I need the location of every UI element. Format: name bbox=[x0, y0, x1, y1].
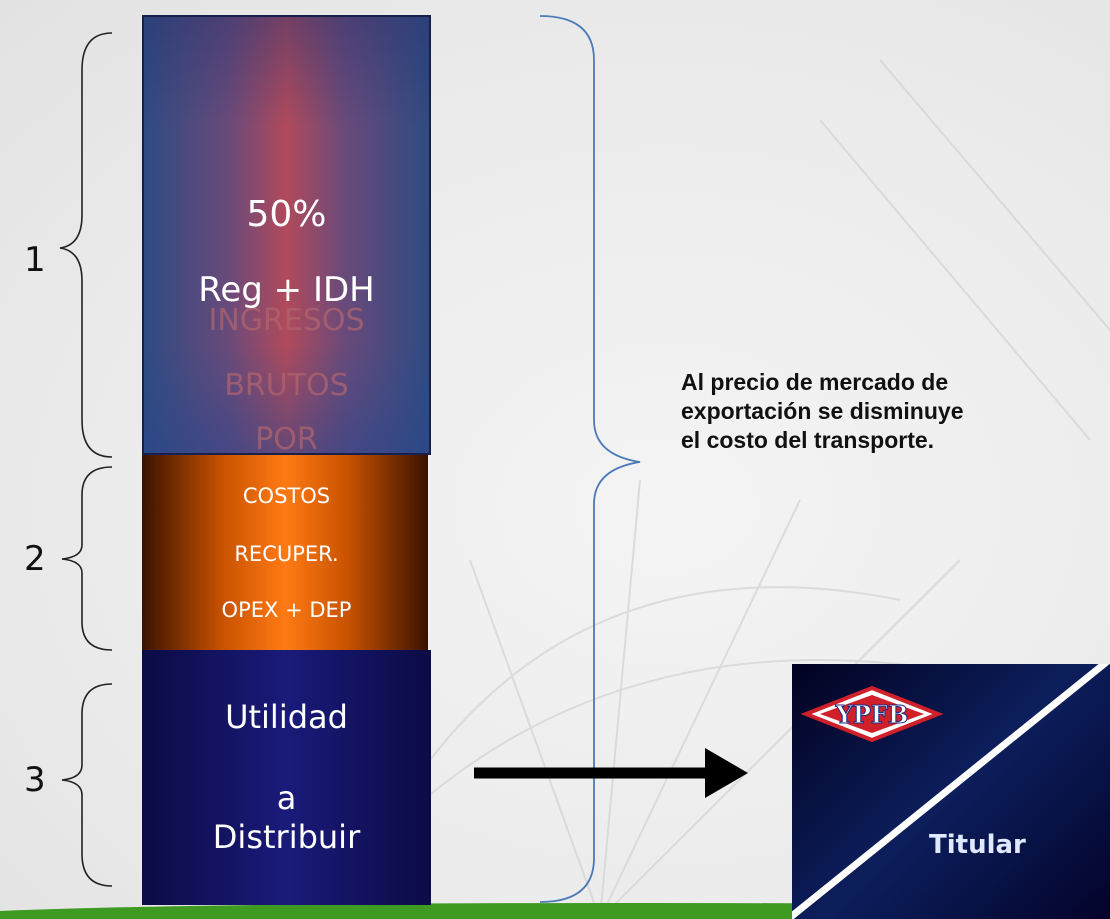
profit-label-a: a bbox=[276, 779, 297, 817]
profit-label: Utilidad bbox=[225, 698, 348, 736]
royalties-label: Reg + IDH bbox=[198, 270, 375, 310]
bracket-number-2: 2 bbox=[24, 539, 46, 579]
badge-diagonal-line bbox=[792, 664, 1110, 919]
ghost-text-ingresos: INGRESOS bbox=[208, 303, 365, 338]
bracket-number-3: 3 bbox=[24, 760, 46, 800]
left-bracket-1 bbox=[59, 32, 113, 458]
distributable-profit-block bbox=[142, 650, 431, 905]
ghost-text-por: POR bbox=[255, 422, 318, 455]
badge-graphics: YPFB bbox=[792, 664, 1110, 919]
svg-text:YPFB: YPFB bbox=[835, 700, 909, 729]
recuper-label: RECUPER. bbox=[234, 542, 339, 566]
arrow-head bbox=[705, 748, 748, 798]
recoverable-costs-block bbox=[142, 455, 428, 650]
profit-label-distribuir: Distribuir bbox=[212, 818, 361, 856]
left-bracket-3 bbox=[61, 683, 113, 887]
note-line-2: exportación se disminuye bbox=[681, 398, 964, 424]
costs-label: COSTOS bbox=[242, 484, 331, 508]
titular-label: Titular bbox=[929, 830, 1026, 860]
left-bracket-2 bbox=[61, 466, 113, 651]
note-line-3: el costo del transporte. bbox=[681, 427, 935, 453]
ypfb-logo: YPFB bbox=[800, 685, 944, 743]
ghost-text-brutos: BRUTOS bbox=[224, 368, 349, 403]
opex-label: OPEX + DEP bbox=[221, 598, 352, 622]
percent-label: 50% bbox=[246, 194, 327, 235]
bracket-number-1: 1 bbox=[24, 240, 46, 280]
titular-badge: YPFB bbox=[792, 664, 1110, 919]
right-bracket bbox=[539, 15, 641, 903]
transport-cost-note: Al precio de mercado de exportación se d… bbox=[681, 368, 1101, 455]
income-block bbox=[142, 15, 431, 455]
note-line-1: Al precio de mercado de bbox=[681, 369, 949, 395]
